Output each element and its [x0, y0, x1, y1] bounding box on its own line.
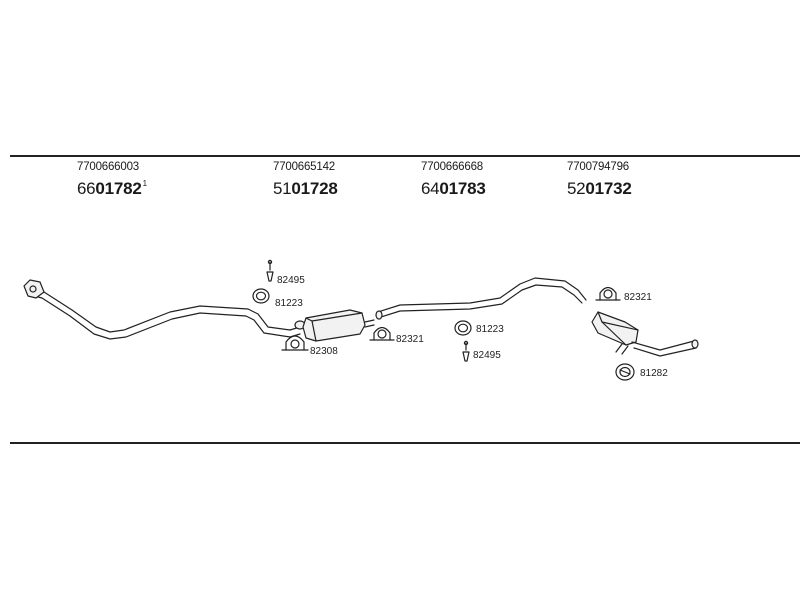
callout-ring: 81223	[275, 298, 303, 309]
callout-ring: 81223	[476, 324, 504, 335]
clamp-icon	[369, 326, 395, 341]
ring-icon	[454, 320, 472, 336]
rear-silencer	[591, 311, 699, 357]
callout-hanger: 82495	[277, 275, 305, 286]
ring-icon	[252, 288, 270, 304]
part-block-1: 7700666003 66017821	[77, 160, 147, 199]
middle-silencer	[289, 309, 375, 342]
part-code: 5101728	[273, 174, 339, 199]
front-pipe	[23, 279, 291, 340]
rubber-mount-icon	[615, 363, 635, 381]
oem-number: 7700666003	[77, 161, 139, 173]
part-code: 6401783	[421, 174, 487, 199]
part-code: 66017821	[77, 174, 147, 199]
callout-mount: 81282	[640, 368, 668, 379]
part-code-main: 01782	[95, 179, 142, 198]
clamp-icon	[281, 335, 309, 351]
callout-clamp: 82308	[310, 346, 338, 357]
part-code-main: 01783	[439, 179, 486, 198]
callout-hanger: 82495	[473, 350, 501, 361]
part-code-prefix: 66	[77, 179, 96, 198]
oem-number: 7700666668	[421, 161, 483, 173]
part-code-suffix: 1	[142, 179, 148, 188]
top-divider	[10, 155, 800, 157]
oem-number: 7700794796	[567, 161, 629, 173]
part-code-main: 01728	[291, 179, 338, 198]
oem-number: 7700665142	[273, 161, 335, 173]
part-block-3: 7700666668 6401783	[421, 160, 487, 199]
part-block-4: 7700794796 5201732	[567, 160, 633, 199]
part-code-prefix: 64	[421, 179, 440, 198]
clamp-icon	[595, 286, 621, 301]
part-code-main: 01732	[585, 179, 632, 198]
part-code-prefix: 52	[567, 179, 586, 198]
part-code: 5201732	[567, 174, 633, 199]
hanger-icon	[266, 259, 274, 282]
callout-clamp: 82321	[396, 334, 424, 345]
part-block-2: 7700665142 5101728	[273, 160, 339, 199]
hanger-icon	[462, 340, 470, 362]
part-code-prefix: 51	[273, 179, 292, 198]
callout-clamp: 82321	[624, 292, 652, 303]
bottom-divider	[10, 442, 800, 444]
intermediate-pipe	[375, 277, 587, 320]
